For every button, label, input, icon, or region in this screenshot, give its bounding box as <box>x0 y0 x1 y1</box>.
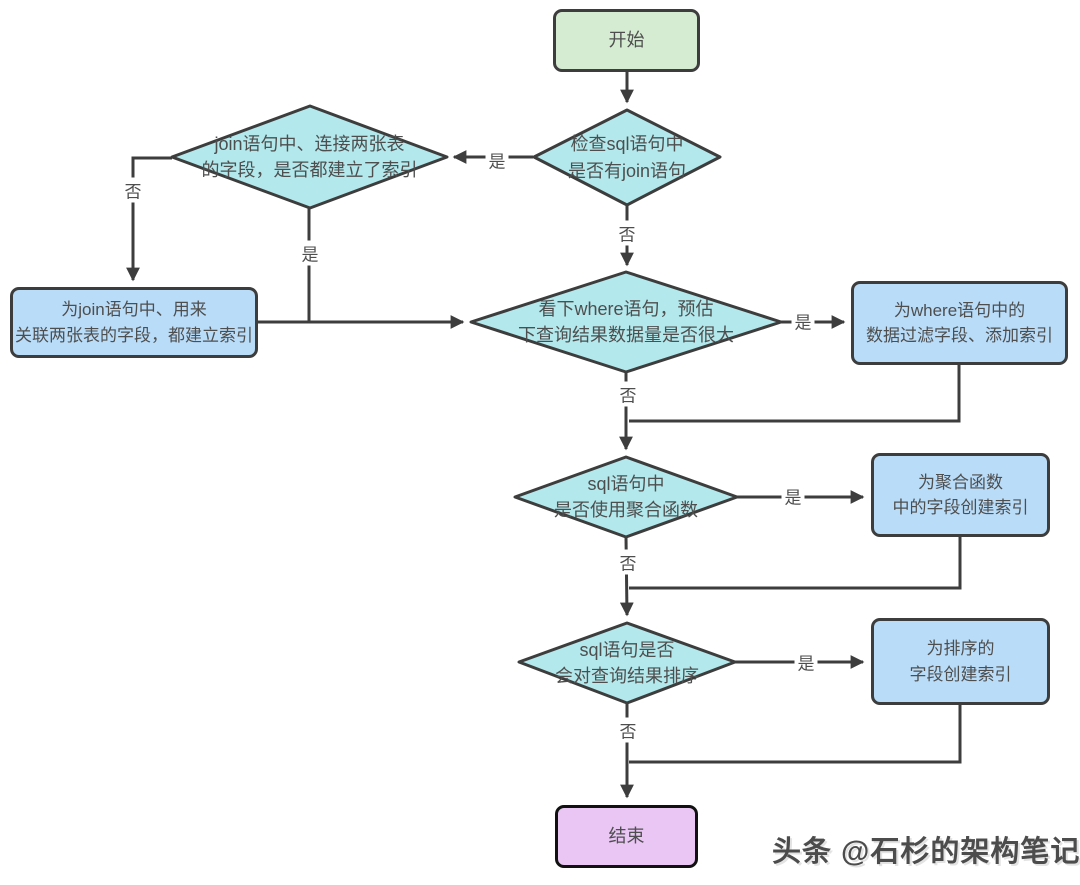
process-create-aggregate-index: 为聚合函数 中的字段创建索引 <box>871 453 1050 537</box>
edge-join-indexed-no <box>126 156 172 282</box>
decision-join-indexed-shape <box>170 104 449 210</box>
process-create-sort-index: 为排序的 字段创建索引 <box>871 618 1050 705</box>
decision-check-where-shape <box>469 270 783 374</box>
decision-check-join-shape <box>532 108 722 207</box>
process-create-where-index-label: 为where语句中的 数据过滤字段、添加索引 <box>866 300 1053 346</box>
edge-label-check-aggregate-no: 否 <box>616 549 640 575</box>
edge-label-check-where-yes: 是 <box>791 308 815 334</box>
decision-check-aggregate-shape <box>513 455 739 539</box>
edge-label-check-sort-no: 否 <box>616 717 640 743</box>
edge-label-check-where-no: 否 <box>616 381 640 407</box>
start-label: 开始 <box>608 30 645 50</box>
edge-label-check-aggregate-yes: 是 <box>781 483 805 509</box>
watermark-text: 头条 @石杉的架构笔记 <box>772 836 1080 868</box>
process-create-aggregate-index-label: 为聚合函数 中的字段创建索引 <box>892 472 1029 518</box>
process-create-sort-index-label: 为排序的 字段创建索引 <box>909 639 1012 684</box>
start-node: 开始 <box>553 9 700 72</box>
edge-wherebox-merge <box>629 365 961 423</box>
edge-label-check-sort-yes: 是 <box>794 649 818 675</box>
edge-label-check-join-no: 否 <box>615 220 639 246</box>
process-create-join-index-label: 为join语句中、用来 关联两张表的字段，都建立索引 <box>15 300 253 345</box>
edge-sortbox-merge <box>629 705 962 764</box>
edge-label-check-join-yes: 是 <box>485 147 509 173</box>
process-create-where-index: 为where语句中的 数据过滤字段、添加索引 <box>851 281 1068 365</box>
process-create-join-index: 为join语句中、用来 关联两张表的字段，都建立索引 <box>10 287 258 358</box>
decision-check-sort-shape <box>517 621 737 705</box>
edge-label-join-indexed-no: 否 <box>121 177 145 203</box>
edge-aggbox-merge <box>629 537 962 590</box>
edge-label-join-indexed-yes: 是 <box>298 240 322 266</box>
end-node: 结束 <box>555 805 698 868</box>
end-label: 结束 <box>608 826 645 846</box>
